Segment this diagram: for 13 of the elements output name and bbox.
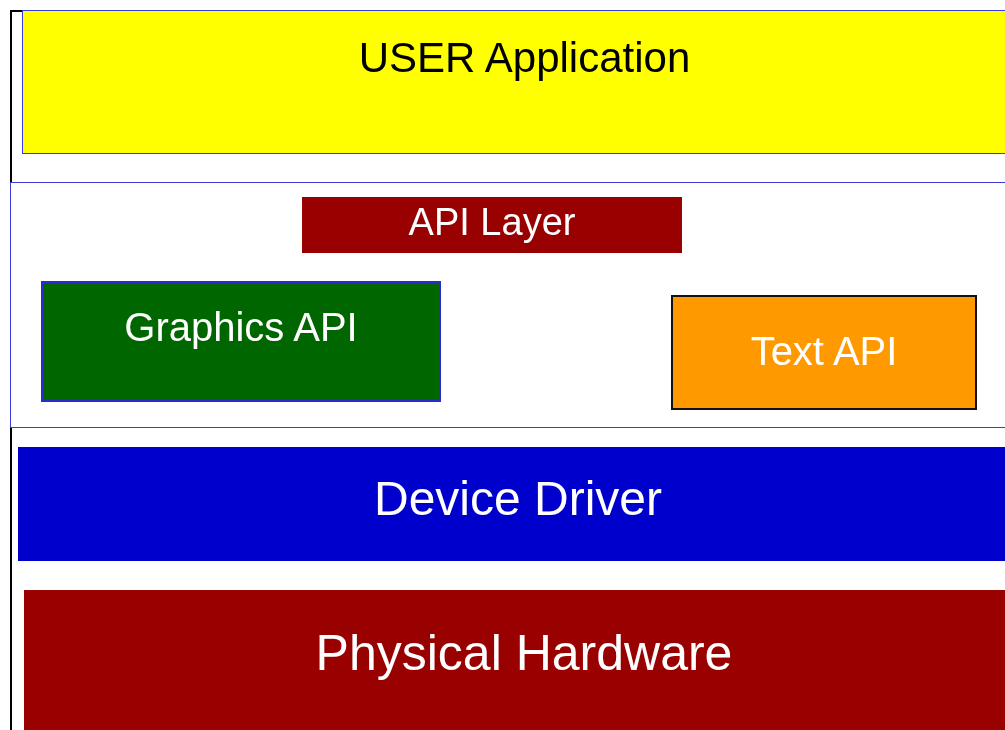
layer-box — [22, 10, 1005, 154]
layer-box — [302, 197, 682, 253]
layer-band — [10, 182, 1005, 428]
layer-label: Text API — [750, 328, 898, 373]
layer-label: Physical Hardware — [315, 626, 733, 681]
layer-box — [18, 447, 1005, 561]
layer-box — [24, 590, 1005, 730]
layer-label: Graphics API — [124, 305, 358, 349]
layer-label: API Layer — [408, 202, 576, 244]
layer-label: Device Driver — [373, 472, 662, 526]
layer-label: USER Application — [358, 35, 691, 82]
api-box — [41, 281, 441, 402]
api-box — [671, 295, 977, 410]
